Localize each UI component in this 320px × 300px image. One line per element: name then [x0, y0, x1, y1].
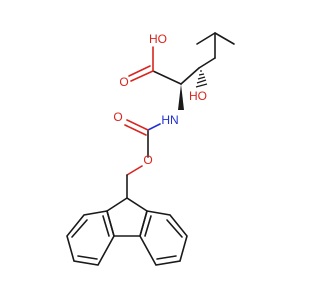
bond-methyl-2: [196, 32, 216, 45]
molecule-diagram: HO O HO HN O O: [66, 32, 235, 266]
backbone-bonds: [152, 32, 235, 85]
bond-o-ch2: [126, 165, 143, 176]
bond-c-o-double-1: [130, 70, 154, 82]
carboxyl-group: HO O: [119, 32, 167, 89]
bond-c9-right: [126, 197, 148, 212]
bond-c3-alpha: [180, 67, 200, 85]
hydroxyl-group: HO: [189, 70, 208, 103]
bond-alpha-carboxyl: [152, 70, 182, 85]
bond-c-o-double-b: [124, 124, 147, 136]
hydroxyl-label: HO: [189, 89, 207, 103]
fluorene-group: [66, 197, 188, 266]
left-aromatic-ring: [66, 210, 115, 266]
amine-group: HN: [161, 84, 184, 127]
carbamate-o-label: O: [113, 110, 122, 124]
ester-o-label: O: [143, 153, 152, 167]
bond-methyl-1: [214, 32, 235, 45]
amine-label: HN: [161, 113, 178, 127]
carbamate-group: O O: [113, 110, 161, 199]
structure-canvas: HO O HO HN O O: [66, 32, 235, 266]
wedge-bond-alpha-n: [178, 84, 184, 110]
bond-c-o-double-a: [126, 119, 149, 131]
bond-n-c: [147, 123, 161, 131]
acid-o-label: O: [119, 75, 128, 89]
acid-oh-label: HO: [149, 32, 167, 46]
bond-c-o-double-2: [128, 65, 151, 77]
bond-c3-c2: [198, 57, 216, 69]
bond-c9-left: [106, 197, 128, 212]
right-aromatic-ring: [139, 210, 188, 266]
